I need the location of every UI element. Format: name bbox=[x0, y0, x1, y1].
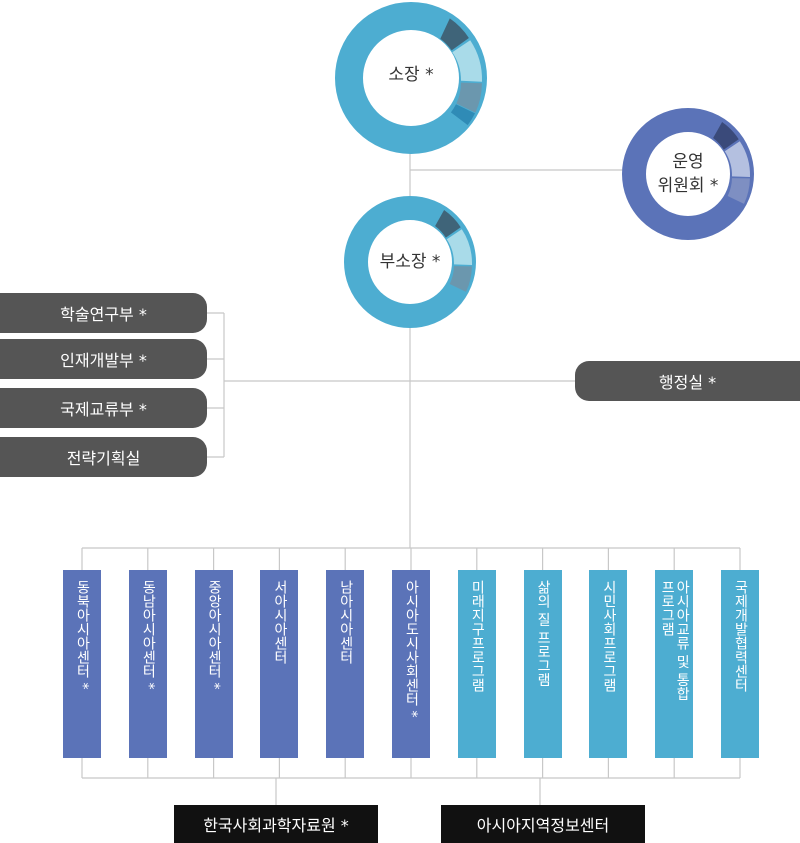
center-label: 아시아교류 및 통합 프로그램 bbox=[659, 580, 691, 701]
committee-label: 운영 위원회 * bbox=[646, 144, 730, 204]
committee-label-line1: 운영 bbox=[672, 152, 704, 172]
center-label: 동남아시아센터 * bbox=[140, 580, 157, 690]
center-1[interactable]: 동북아시아센터 * bbox=[63, 570, 101, 758]
center-label: 동북아시아센터 * bbox=[74, 580, 91, 690]
division-talent-development[interactable]: 인재개발부 * bbox=[0, 339, 207, 379]
center-11[interactable]: 국제개발협력센터 bbox=[721, 570, 759, 758]
center-label: 시민사회프로그램 bbox=[600, 580, 617, 692]
center-label: 삶의 질 프로그램 bbox=[535, 580, 552, 687]
admin-office-label: 행정실 * bbox=[658, 373, 717, 392]
committee-label-line2: 위원회 * bbox=[657, 176, 719, 196]
division-label: 학술연구부 * bbox=[60, 305, 147, 324]
korea-social-science-data-archive[interactable]: 한국사회과학자료원 * bbox=[174, 805, 378, 843]
bottom-unit-label: 한국사회과학자료원 * bbox=[203, 816, 349, 835]
center-6[interactable]: 아시아도시사회센터 * bbox=[392, 570, 430, 758]
deputy-label-text: 부소장 * bbox=[379, 252, 441, 272]
center-4[interactable]: 서아시아센터 bbox=[260, 570, 299, 758]
center-2[interactable]: 동남아시아센터 * bbox=[128, 570, 167, 758]
deputy-ring bbox=[344, 196, 476, 328]
center-7[interactable]: 미래지구프로그램 bbox=[457, 570, 496, 758]
bottom-unit-label: 아시아지역정보센터 bbox=[476, 816, 610, 835]
center-9[interactable]: 시민사회프로그램 bbox=[589, 570, 628, 758]
center-label: 서아시아센터 bbox=[271, 580, 288, 664]
deputy-label: 부소장 * bbox=[368, 232, 452, 292]
division-label: 인재개발부 * bbox=[60, 351, 147, 370]
center-5[interactable]: 남아시아센터 bbox=[326, 570, 365, 758]
center-8[interactable]: 삶의 질 프로그램 bbox=[523, 570, 562, 758]
division-label: 국제교류부 * bbox=[60, 400, 147, 419]
center-label: 미래지구프로그램 bbox=[469, 580, 486, 692]
director-label: 소장 * bbox=[363, 45, 459, 105]
center-label: 아시아도시사회센터 * bbox=[403, 580, 420, 718]
center-label: 중앙아시아센터 * bbox=[206, 580, 223, 690]
asia-regional-info-center[interactable]: 아시아지역정보센터 bbox=[441, 805, 645, 843]
center-label: 남아시아센터 bbox=[337, 580, 354, 664]
director-ring bbox=[335, 2, 487, 154]
center-3[interactable]: 중앙아시아센터 * bbox=[194, 570, 233, 758]
director-label-text: 소장 * bbox=[388, 65, 434, 85]
division-academic-research[interactable]: 학술연구부 * bbox=[0, 293, 207, 333]
center-10[interactable]: 아시아교류 및 통합 프로그램 bbox=[655, 570, 694, 758]
committee-ring bbox=[622, 108, 754, 240]
admin-office[interactable]: 행정실 * bbox=[575, 361, 800, 401]
division-strategic-planning[interactable]: 전략기획실 bbox=[0, 437, 207, 477]
division-international-exchange[interactable]: 국제교류부 * bbox=[0, 388, 207, 428]
center-label: 국제개발협력센터 bbox=[732, 580, 749, 692]
division-label: 전략기획실 bbox=[66, 449, 141, 468]
